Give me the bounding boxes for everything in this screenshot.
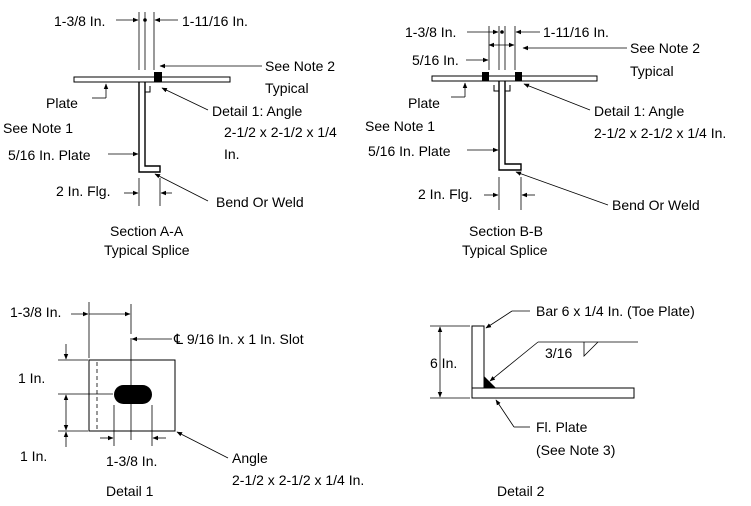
aa-dim-right: 1-11/16 In. — [182, 13, 248, 29]
bb-detail1-line1: Detail 1: Angle — [594, 103, 684, 119]
d1-dim-1in-a: 1 In. — [18, 370, 45, 386]
aa-detail1-leader — [161, 87, 209, 111]
d2-flange-plate — [471, 387, 635, 399]
d1-dim-1in-b: 1 In. — [20, 448, 47, 464]
aa-plate-label: Plate — [46, 95, 78, 111]
d1-dim-bottom: 1-3/8 In. — [106, 453, 157, 469]
aa-web-plate — [138, 82, 161, 173]
bb-bend-leader — [515, 171, 609, 206]
bb-dim-right: 1-11/16 In. — [543, 24, 609, 40]
aa-detail1-line3: In. — [224, 146, 240, 162]
d2-weld-size: 3/16 — [545, 345, 572, 361]
bb-angle-block-right — [515, 72, 522, 81]
bb-see-note1: See Note 1 — [365, 118, 435, 134]
d2-weld — [484, 376, 496, 388]
aa-bend: Bend Or Weld — [216, 194, 304, 210]
d1-angle-line1: Angle — [232, 450, 268, 466]
d2-fl-plate-line1: Fl. Plate — [536, 419, 588, 435]
aa-detail1-line1: Detail 1: Angle — [212, 103, 302, 119]
aa-caption1: Section A-A — [110, 223, 184, 239]
bb-516-plate: 5/16 In. Plate — [368, 143, 451, 159]
bb-bend: Bend Or Weld — [612, 197, 700, 213]
bb-dim-left: 1-3/8 In. — [405, 24, 456, 40]
bb-dim-516: 5/16 In. — [412, 52, 459, 68]
aa-note2-line2: Typical — [265, 80, 309, 96]
aa-angle — [144, 82, 151, 93]
d1-caption: Detail 1 — [106, 483, 154, 499]
aa-bend-leader — [154, 173, 209, 202]
aa-flange: 2 In. Flg. — [56, 183, 110, 199]
bb-note2-line2: Typical — [630, 63, 674, 79]
bb-detail1-line2: 2-1/2 x 2-1/2 x 1/4 In. — [594, 125, 726, 141]
aa-see-note1: See Note 1 — [3, 120, 73, 136]
section-b-b: 1-3/8 In. 1-11/16 In. 5/16 In. See Note … — [365, 24, 726, 258]
aa-top-plate — [73, 76, 231, 83]
d1-slot — [114, 385, 152, 404]
d2-fl-plate-line2: (See Note 3) — [536, 442, 615, 458]
d2-caption: Detail 2 — [497, 483, 545, 499]
aa-angle-block — [154, 72, 162, 82]
bb-angle-block-left — [482, 72, 489, 81]
d2-toe-plate — [471, 325, 485, 389]
bb-top-plate — [431, 75, 598, 82]
aa-caption2: Typical Splice — [104, 242, 190, 258]
bb-flange: 2 In. Flg. — [418, 186, 472, 202]
bb-caption2: Typical Splice — [462, 242, 548, 258]
detail-2: Bar 6 x 1/4 In. (Toe Plate) 6 In. 3/16 F… — [430, 303, 695, 499]
aa-note2-line1: See Note 2 — [265, 58, 335, 74]
d2-bar-label: Bar 6 x 1/4 In. (Toe Plate) — [536, 303, 695, 319]
bb-detail1-leader — [523, 83, 591, 111]
d2-dim-6in: 6 In. — [430, 355, 457, 371]
aa-dim-left: 1-3/8 In. — [54, 13, 105, 29]
d1-slot-label: ℄ 9/16 In. x 1 In. Slot — [173, 331, 304, 347]
d1-angle-line2: 2-1/2 x 2-1/2 x 1/4 In. — [232, 472, 364, 488]
aa-516-plate: 5/16 In. Plate — [8, 147, 91, 163]
bb-note2-line1: See Note 2 — [630, 40, 700, 56]
d1-dim-top: 1-3/8 In. — [10, 304, 61, 320]
bb-plate-label: Plate — [408, 95, 440, 111]
d1-angle-leg — [88, 359, 176, 432]
detail-1: 1-3/8 In. ℄ 9/16 In. x 1 In. Slot 1 In. … — [10, 302, 364, 499]
aa-detail1-line2: 2-1/2 x 2-1/2 x 1/4 — [224, 124, 337, 140]
section-a-a: 1-3/8 In. 1-11/16 In. See Note 2 Typical… — [3, 12, 337, 258]
bb-caption1: Section B-B — [469, 223, 543, 239]
bb-web-plate — [498, 81, 522, 171]
